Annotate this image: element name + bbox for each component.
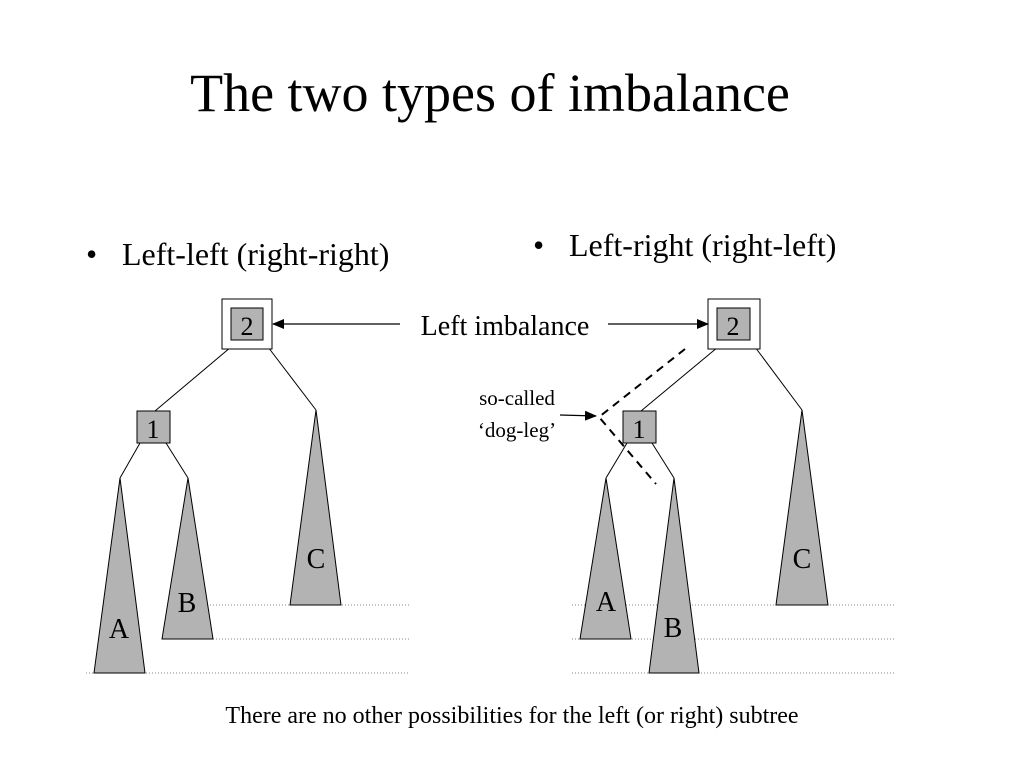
left-right-tree: 2 1 A B C: [572, 298, 895, 674]
left-imbalance-label: Left imbalance: [421, 311, 590, 342]
slide-title: The two types of imbalance: [190, 63, 790, 123]
left-left-tree: 2 1 A B C: [86, 298, 410, 674]
root-node-label: 2: [241, 312, 254, 341]
subtree-c-label: C: [307, 544, 326, 575]
edge-root-to-subtree-c: [754, 346, 803, 411]
bullet-marker: •: [533, 227, 545, 263]
dog-leg-annotation: so-called ‘dog-leg’: [478, 386, 597, 442]
edge-root-to-subtree-c: [267, 346, 317, 411]
left-imbalance-annotation: Left imbalance: [272, 311, 709, 342]
edge-child-to-subtree-b: [165, 442, 189, 479]
subtree-b: [161, 477, 214, 640]
child-node: [622, 410, 657, 444]
child-node-label: 1: [633, 415, 646, 444]
edge-child-to-subtree-a: [605, 442, 628, 479]
edge-root-to-child: [154, 346, 232, 412]
subtree-b: [648, 477, 700, 674]
dog-leg-label-line2: ‘dog-leg’: [478, 418, 556, 442]
bullet-left-right: • Left-right (right-left): [533, 225, 836, 265]
root-node: [716, 307, 751, 341]
edge-child-to-subtree-a: [119, 442, 141, 479]
bullet-left-left-text: Left-left (right-right): [122, 236, 390, 272]
subtree-c: [775, 409, 829, 606]
subtree-c: [289, 409, 342, 606]
subtree-a: [579, 477, 632, 640]
dog-leg-dashed-line: [597, 348, 686, 485]
root-node: [230, 307, 264, 341]
subtree-b-label: B: [664, 613, 683, 644]
child-node: [136, 410, 171, 444]
child-node-label: 1: [147, 415, 160, 444]
subtree-c-label: C: [793, 544, 812, 575]
edge-child-to-subtree-b: [651, 442, 675, 479]
bullet-left-left: • Left-left (right-right): [86, 234, 389, 274]
arrow-to-dog-leg-icon: [559, 410, 597, 421]
subtree-b-label: B: [178, 588, 197, 619]
subtree-a-label: A: [109, 614, 130, 645]
dog-leg-label-line1: so-called: [479, 386, 555, 410]
edge-root-to-child: [640, 346, 719, 412]
footer-caption: There are no other possibilities for the…: [225, 703, 799, 729]
subtree-a-label: A: [596, 587, 617, 618]
root-node-label: 2: [727, 312, 740, 341]
subtree-a: [93, 477, 146, 674]
bullet-left-right-text: Left-right (right-left): [569, 227, 837, 263]
bullet-marker: •: [86, 236, 98, 272]
